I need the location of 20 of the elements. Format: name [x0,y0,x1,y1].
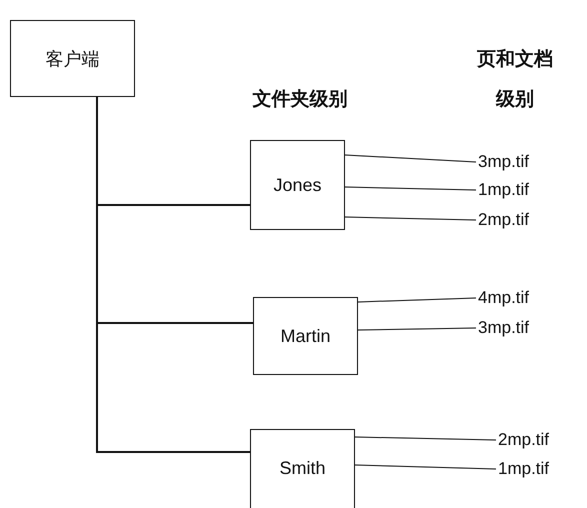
column-heading: 文件夹级别 [252,88,348,112]
leader-line [358,298,476,302]
file-label: 3mp.tif [478,318,530,338]
file-label: 2mp.tif [498,430,550,450]
leader-line [344,216,476,220]
leader-line [354,436,496,440]
file-label: 3mp.tif [478,152,530,172]
leader-line [344,154,476,162]
leader-line [354,464,496,470]
leader-line [344,186,476,190]
column-heading: 页和文档级别 [476,48,554,112]
leader-line [358,328,476,330]
folder-box: Jones [250,140,345,230]
folder-box: Smith [250,429,355,508]
client-box: 客户端 [10,20,135,97]
file-label: 4mp.tif [478,288,530,308]
file-label: 2mp.tif [478,210,530,230]
folder-box: Martin [253,297,358,375]
file-label: 1mp.tif [498,459,550,479]
file-label: 1mp.tif [478,180,530,200]
